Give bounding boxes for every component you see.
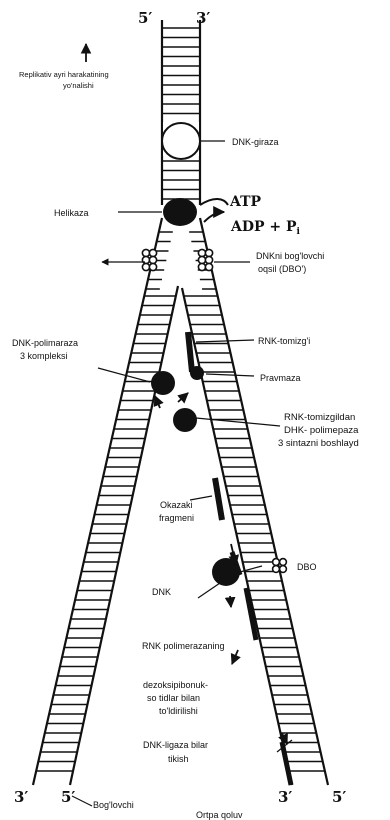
dna-label: DNK [152, 587, 171, 597]
ssb-bead [273, 566, 280, 573]
okazaki-label-line2: fragmeni [159, 513, 194, 523]
atp-label: ATP [229, 194, 262, 210]
dna-gyrase [162, 122, 225, 159]
ssb2-label: DBO [297, 562, 317, 572]
ssb-bead [198, 263, 205, 270]
start-label-line1: RNK-tomizgildan [284, 412, 355, 423]
ligase-label-line2: tikish [168, 754, 189, 764]
end-label-top-5: 5′ [138, 9, 152, 27]
start-label-line3: 3 sintazni boshlayd [278, 438, 359, 449]
lagging-template-strand [182, 218, 328, 785]
deoxy-label-line3: to'ldirilishi [159, 706, 198, 716]
ssb-bead [149, 263, 156, 270]
ssb-bead [205, 263, 212, 270]
fork-direction-label-line1: Replikativ ayri harakatining [19, 70, 109, 79]
rna-primer-label: RNK-tomizg'i [258, 336, 310, 346]
gyrase-label: DNK-giraza [232, 137, 279, 147]
rna-polymerase-label: RNK polimerazaning [142, 641, 225, 651]
ssb-bead [280, 566, 287, 573]
ssb-bead [142, 249, 149, 256]
end-label-br-5: 5′ [332, 788, 346, 806]
helicase-label: Helikaza [54, 208, 89, 218]
leading-strand-label: Bog'lovchi [93, 800, 134, 810]
start-label-line2: DHK- polimepaza [284, 425, 359, 436]
ssb-label-line2: oqsil (DBO') [258, 264, 306, 274]
ssb-label-line1: DNKni bog'lovchi [256, 251, 324, 261]
polymerase-label-line2: 3 kompleksi [20, 351, 68, 361]
lagging-strand-label: Ortpa qoluv [196, 810, 243, 820]
ssb-bead [149, 249, 156, 256]
ssb-bead [273, 559, 280, 566]
end-label-top-3: 3′ [196, 9, 210, 27]
ssb-bead [198, 256, 205, 263]
okazaki-label-line1: Okazaki [160, 500, 193, 510]
ligase-label-line1: DNK-ligaza bilar [143, 740, 208, 750]
parent-dna-duplex [162, 20, 200, 205]
end-label-bl-3: 3′ [14, 788, 28, 806]
ssb-bead [198, 249, 205, 256]
helicase [118, 198, 228, 226]
ssb-bead [142, 263, 149, 270]
fork-direction-label-line2: yo'nalishi [63, 81, 94, 90]
end-label-br-3: 3′ [278, 788, 292, 806]
polymerase-label-line1: DNK-polimaraza [12, 338, 78, 348]
deoxy-label-line2: so tidlar bilan [147, 693, 200, 703]
deoxy-label-line1: dezoksipibonuk- [143, 680, 208, 690]
ssb-bead [280, 559, 287, 566]
ssb-bead [205, 249, 212, 256]
ssb-bead [205, 256, 212, 263]
adp-label: ADP + Pi [230, 219, 301, 237]
primase-label: Pravmaza [260, 373, 301, 383]
ssb-bead [149, 256, 156, 263]
